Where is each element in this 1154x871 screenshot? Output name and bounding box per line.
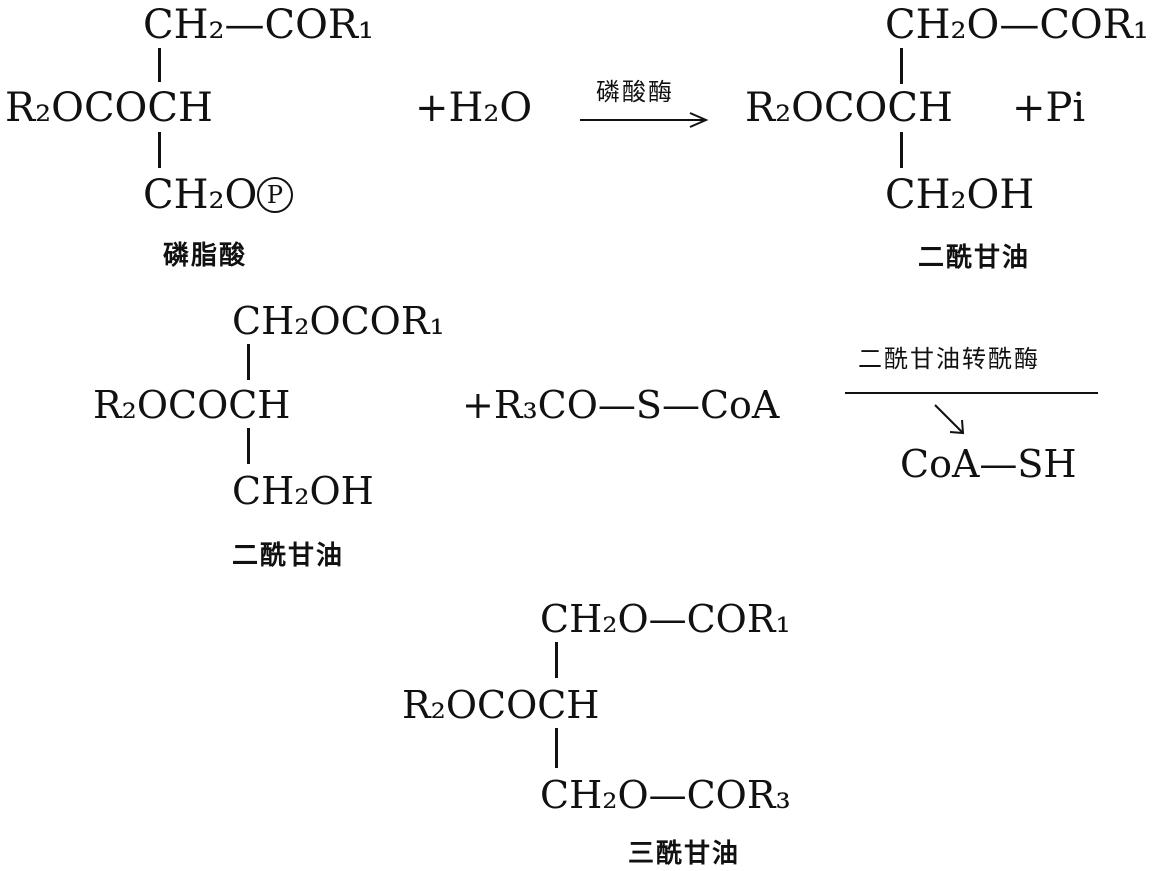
dag1-top-group: CH₂O—COR₁ [885, 2, 1149, 48]
dag1-bond-upper [900, 48, 903, 84]
tag-top-group: CH₂O—COR₁ [540, 597, 791, 641]
tag-bond-upper [555, 642, 558, 678]
dag2-name-label: 二酰甘油 [232, 541, 345, 571]
dag1-bond-lower [900, 132, 903, 168]
reaction1-arrow-head [689, 112, 709, 128]
phosphate-circle-icon: P [257, 177, 293, 213]
dag1-bottom-group: CH₂OH [885, 172, 1035, 218]
phosphate-product: +Pi [1012, 85, 1086, 131]
dag2-bond-lower [247, 428, 250, 464]
tag-middle-group: R₂OCOCH [402, 683, 600, 727]
dag1-name-label: 二酰甘油 [918, 243, 1031, 273]
phosphate-symbol: P [266, 181, 284, 209]
pa-bottom-group: CH₂O [143, 172, 258, 218]
pa-bond-lower [158, 132, 161, 168]
pa-name-label: 磷脂酸 [163, 241, 248, 271]
pa-middle-group: R₂OCOCH [5, 85, 213, 131]
dag2-bond-upper [247, 344, 250, 380]
pa-bond-upper [158, 48, 161, 82]
coa-release-arrow-shaft [934, 404, 963, 433]
coa-sh-byproduct: CoA—SH [900, 442, 1077, 486]
dag1-middle-group: R₂OCOCH [745, 85, 953, 131]
tag-bond-lower [555, 728, 558, 768]
dag2-middle-group: R₂OCOCH [93, 383, 291, 427]
water-reagent: +H₂O [415, 85, 533, 131]
pa-top-group: CH₂—COR₁ [143, 2, 375, 48]
acyltransferase-enzyme-label: 二酰甘油转酰酶 [858, 345, 1040, 373]
phosphatase-enzyme-label: 磷酸酶 [596, 78, 674, 106]
dag2-top-group: CH₂OCOR₁ [232, 299, 445, 343]
dag2-bottom-group: CH₂OH [232, 469, 374, 513]
tag-name-label: 三酰甘油 [628, 839, 741, 869]
tag-bottom-group: CH₂O—COR₃ [540, 773, 791, 817]
acyl-coa-reagent: +R₃CO—S—CoA [462, 383, 780, 427]
coa-release-arrow-head [949, 419, 965, 435]
